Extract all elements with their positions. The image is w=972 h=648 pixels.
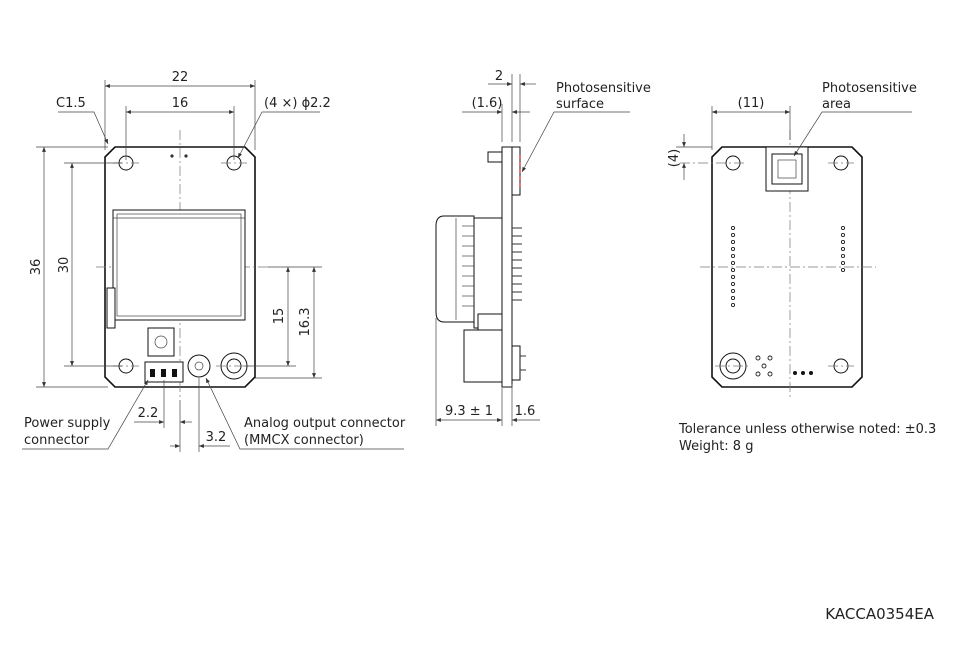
dim-1-6-bottom: 1.6: [515, 404, 536, 419]
dim-width-22: 22: [172, 70, 189, 85]
front-sensor-module: [112, 209, 246, 321]
dim-1-6-top: (1.6): [472, 96, 503, 111]
dim-2: 2: [495, 69, 503, 84]
side-pcb: [501, 146, 513, 388]
side-component: [106, 287, 116, 329]
front-mounting-holes: [113, 155, 252, 380]
dim-9-3: 9.3 ± 1: [445, 404, 493, 419]
dim-11: (11): [738, 96, 765, 111]
photosensitive-surface-label-1: Photosensitive: [556, 81, 651, 96]
dim-hole-pitch-30: 30: [57, 257, 72, 274]
dim-2-2: 2.2: [138, 406, 159, 421]
side-view: 2 (1.6) Photosensitive surface 9.3 ± 1 1…: [435, 69, 651, 426]
side-connector-body: [435, 215, 475, 323]
side-mmcx: [463, 329, 503, 383]
analog-output-label-2: (MMCX connector): [244, 433, 364, 448]
photosensitive-surface-label-2: surface: [556, 97, 604, 112]
side-pins: [462, 225, 522, 307]
front-view: 22 16 C1.5 (4 ×) ϕ2.2 36 30 15 16.3: [22, 70, 406, 452]
back-mounting-holes: [680, 155, 854, 380]
power-supply-label-2: connector: [24, 433, 90, 448]
dim-4: (4): [667, 149, 682, 167]
mmcx-connector: [187, 354, 211, 378]
dim-hole-pitch-16: 16: [172, 96, 189, 111]
dim-chamfer: C1.5: [56, 96, 86, 111]
power-supply-connector: [144, 361, 184, 383]
back-pads: [730, 225, 846, 377]
dim-height-36: 36: [29, 259, 44, 276]
side-sensor-window: [511, 146, 521, 196]
weight-note: Weight: 8 g: [679, 439, 753, 454]
dim-15: 15: [272, 308, 287, 325]
back-view: (11) (4) Photosensitive area: [667, 81, 917, 400]
tolerance-note: Tolerance unless otherwise noted: ±0.3: [678, 422, 936, 437]
drawing-code: KACCA0354EA: [825, 605, 934, 623]
photosensitive-area: [765, 146, 809, 192]
dim-16-3: 16.3: [298, 308, 313, 337]
dim-holes: (4 ×) ϕ2.2: [264, 96, 331, 111]
photosensitive-area-label-1: Photosensitive: [822, 81, 917, 96]
photosensitive-area-label-2: area: [822, 97, 851, 112]
power-supply-label-1: Power supply: [24, 416, 111, 431]
analog-output-label-1: Analog output connector: [244, 416, 406, 431]
dim-3-2: 3.2: [206, 430, 227, 445]
trimmer: [147, 327, 175, 357]
